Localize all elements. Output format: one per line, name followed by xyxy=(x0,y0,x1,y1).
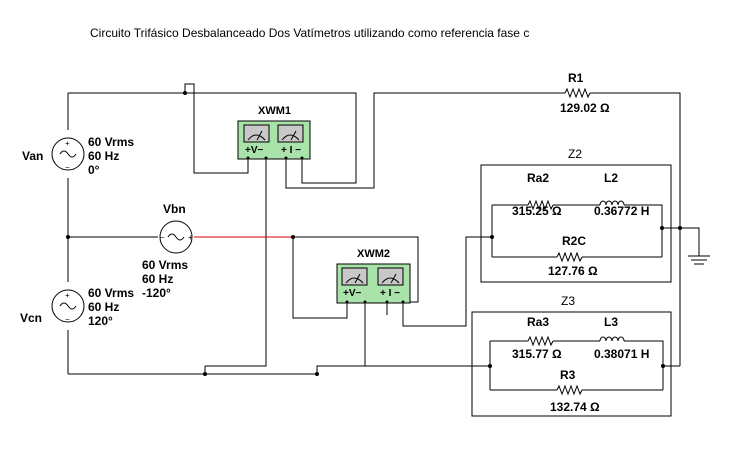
source-vbn[interactable]: − + xyxy=(159,220,193,254)
xwm2-label: XWM2 xyxy=(357,248,390,260)
van-name: Van xyxy=(22,149,43,163)
diagram-title: Circuito Trifásico Desbalanceado Dos Vat… xyxy=(90,26,529,40)
xwm2-i-terminal: + I − xyxy=(380,288,400,299)
svg-text:+: + xyxy=(188,233,193,242)
z2-name: Z2 xyxy=(568,147,582,161)
svg-text:+: + xyxy=(65,139,70,148)
resistor-r3[interactable] xyxy=(556,384,583,396)
r2c-name: R2C xyxy=(562,234,586,248)
ra3-name: Ra3 xyxy=(527,315,549,329)
r3-value: 132.74 Ω xyxy=(550,400,600,414)
van-frequency: 60 Hz xyxy=(88,149,119,163)
xwm1-v-terminal: +V− xyxy=(245,145,264,156)
vcn-phase: 120° xyxy=(88,314,113,328)
svg-text:−: − xyxy=(65,163,70,172)
l2-value: 0.36772 H xyxy=(594,204,649,218)
wires xyxy=(67,83,710,391)
vcn-frequency: 60 Hz xyxy=(88,300,119,314)
source-van[interactable]: + − xyxy=(51,137,85,172)
svg-text:−: − xyxy=(160,233,165,242)
svg-text:+: + xyxy=(65,291,70,300)
wattmeter-xwm2[interactable] xyxy=(336,263,411,304)
resistor-r1[interactable] xyxy=(564,87,591,99)
xwm1-i-terminal: + I − xyxy=(281,145,301,156)
z3-name: Z3 xyxy=(561,294,575,308)
xwm2-v-terminal: +V− xyxy=(343,288,362,299)
vcn-voltage: 60 Vrms xyxy=(88,286,134,300)
resistor-ra2[interactable] xyxy=(527,199,554,211)
van-voltage: 60 Vrms xyxy=(88,135,134,149)
l3-name: L3 xyxy=(604,315,618,329)
vbn-voltage: 60 Vrms xyxy=(142,258,188,272)
inductor-l3[interactable] xyxy=(599,336,625,342)
r3-name: R3 xyxy=(560,368,576,382)
inductor-l2[interactable] xyxy=(599,200,625,206)
z2-load-box xyxy=(480,164,672,283)
vbn-frequency: 60 Hz xyxy=(142,272,173,286)
z3-load-box xyxy=(471,311,672,417)
svg-text:−: − xyxy=(65,315,70,324)
ra2-name: Ra2 xyxy=(527,171,549,185)
resistor-r2c[interactable] xyxy=(556,251,583,263)
xwm1-label: XWM1 xyxy=(258,105,291,117)
r2c-value: 127.76 Ω xyxy=(548,264,598,278)
l3-value: 0.38071 H xyxy=(594,347,649,361)
ra2-value: 315.25 Ω xyxy=(512,204,562,218)
vcn-name: Vcn xyxy=(20,311,42,325)
junction-dots xyxy=(66,91,682,376)
van-phase: 0° xyxy=(88,163,100,177)
r1-name: R1 xyxy=(568,71,584,85)
r1-value: 129.02 Ω xyxy=(560,101,610,115)
l2-name: L2 xyxy=(604,171,618,185)
ra3-value: 315.77 Ω xyxy=(512,347,562,361)
resistor-ra3[interactable] xyxy=(527,335,554,347)
source-vcn[interactable]: + − xyxy=(51,289,85,324)
vbn-name: Vbn xyxy=(163,202,186,216)
vbn-phase: -120° xyxy=(142,286,171,300)
wattmeter-xwm1[interactable] xyxy=(237,120,311,160)
